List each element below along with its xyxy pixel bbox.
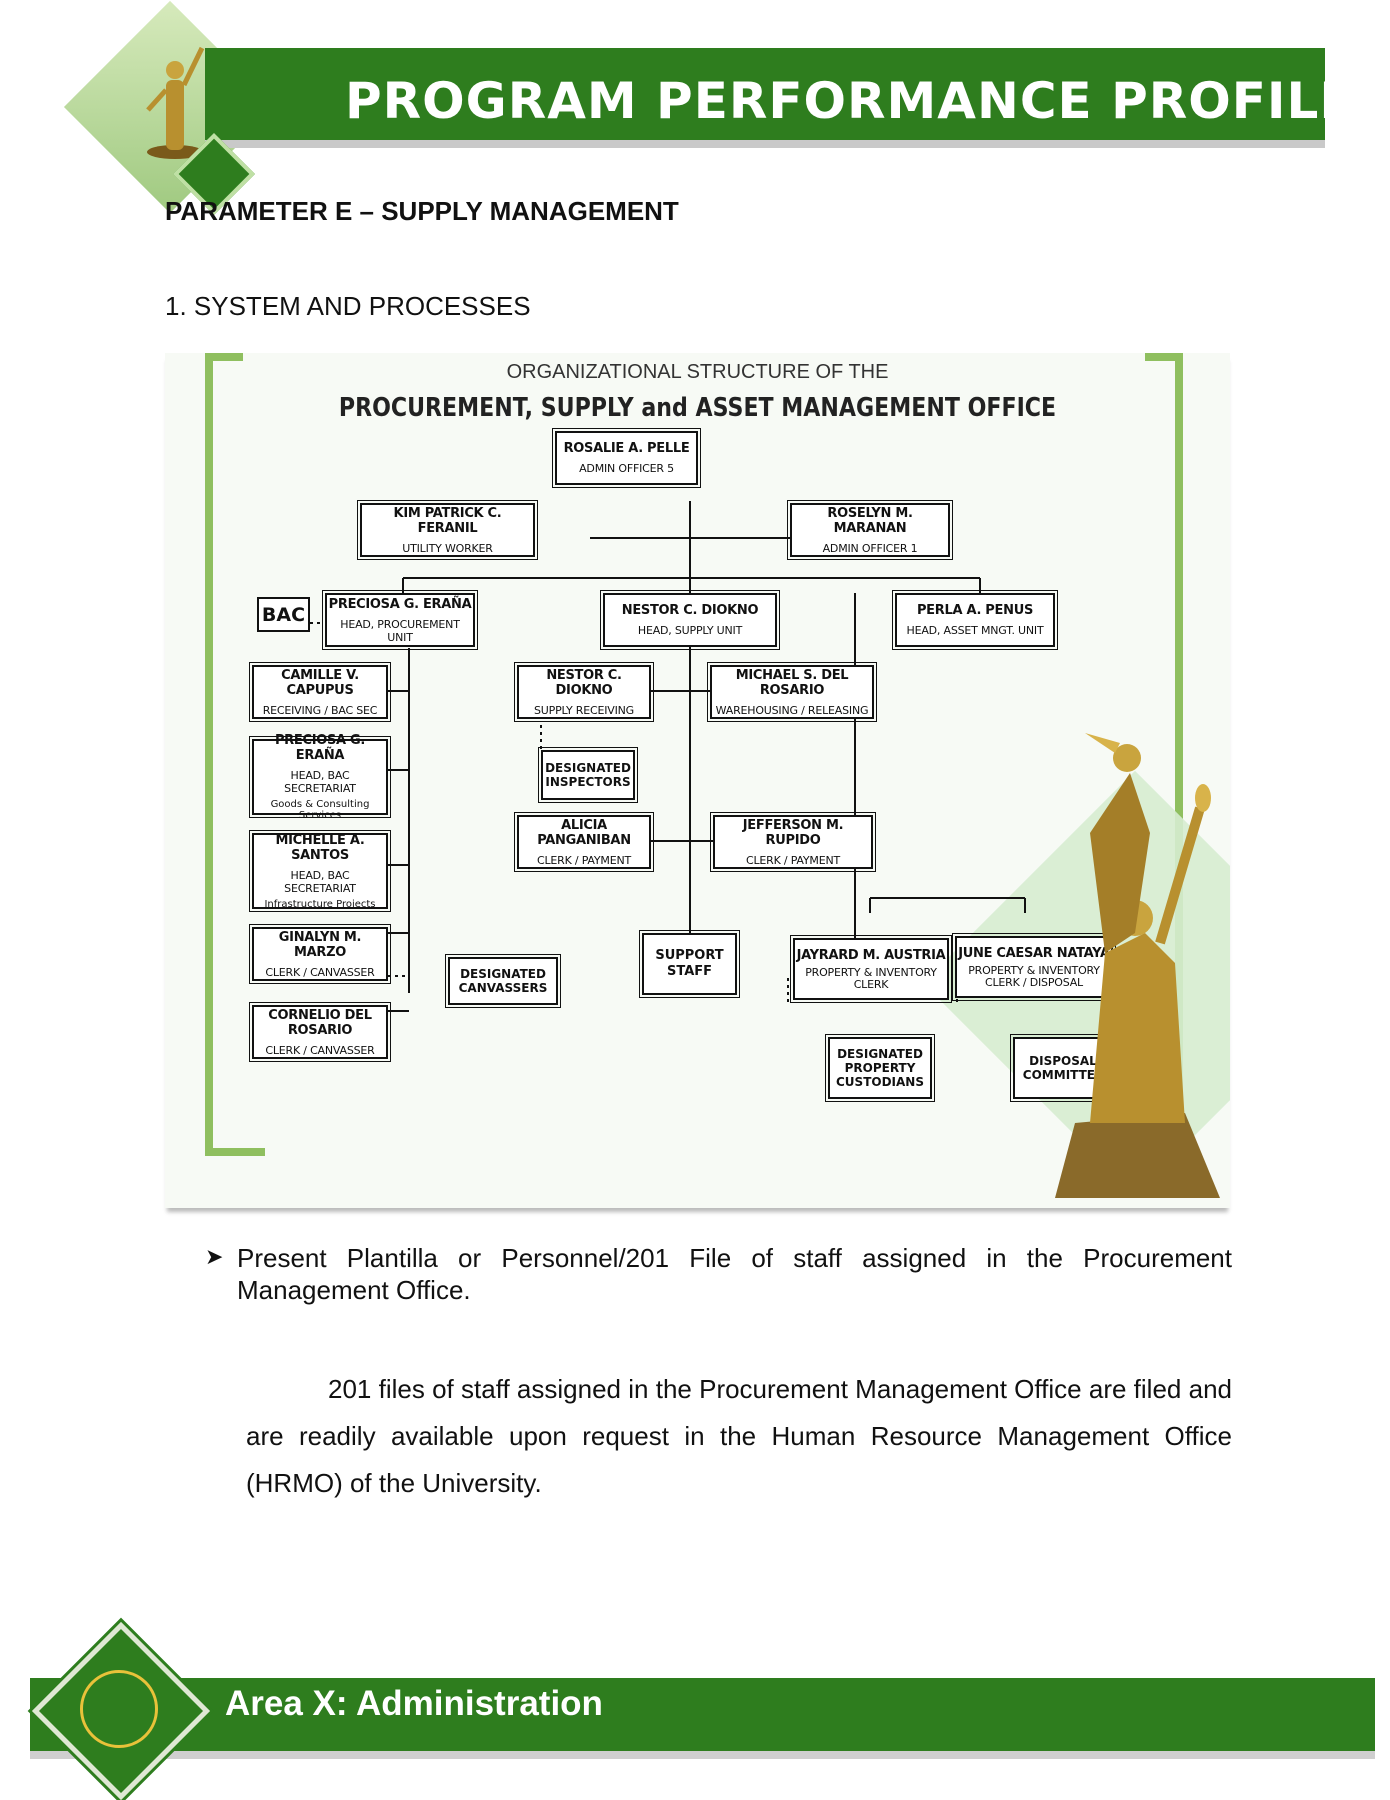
marzo-name: GINALYN M. MARZO [278,929,362,960]
rupido-role: CLERK / PAYMENT [745,853,841,867]
bullet-text: Present Plantilla or Personnel/201 File … [237,1243,1232,1305]
erana-bac-role: HEAD, BAC SECRETARIAT [284,769,356,795]
top-name: ROSALIE A. PELLE [563,441,690,456]
connector-lines [310,501,1026,1012]
org-box-admin1: ROSELYN M. MARANAN ADMIN OFFICER 1 [787,500,953,560]
org-box-designated-canvassers: DESIGNATED CANVASSERS [445,954,561,1008]
support-staff-label: SUPPORT STAFF [655,948,724,979]
org-box-head-asset: PERLA A. PENUS HEAD, ASSET MNGT. UNIT [892,590,1058,650]
frame-right [1175,353,1183,1153]
footer-bar-shadow [30,1751,1375,1759]
designated-inspectors-label: DESIGNATED INSPECTORS [545,761,631,789]
santos-role: HEAD, BAC SECRETARIAT [284,868,356,895]
frame-top-left [205,353,243,361]
head-supply-role: HEAD, SUPPLY UNIT [637,624,743,637]
frame-top-right [1145,353,1183,361]
rupido-name: JEFFERSON M. RUPIDO [742,817,844,848]
nataya-role: PROPERTY & INVENTORY CLERK / DISPOSAL [968,963,1100,989]
org-box-diokno-receiving: NESTOR C. DIOKNO SUPPLY RECEIVING [514,662,654,722]
org-box-panganiban: ALICIA PANGANIBAN CLERK / PAYMENT [514,812,654,872]
org-box-santos: MICHELLE A. SANTOS HEAD, BAC SECRETARIAT… [249,830,391,912]
org-box-designated-inspectors: DESIGNATED INSPECTORS [538,747,638,803]
del-rosario-michael-role: WAREHOUSING / RELEASING [715,703,869,717]
chart-title-line1: ORGANIZATIONAL STRUCTURE OF THE [506,361,889,383]
header-bar [205,48,1325,146]
org-box-bac: BAC [257,597,310,632]
panganiban-name: ALICIA PANGANIBAN [537,817,631,848]
chart-title-line2: PROCUREMENT, SUPPLY and ASSET MANAGEMENT… [338,393,1057,423]
org-box-support-staff: SUPPORT STAFF [639,930,740,998]
footer-title: Area X: Administration [225,1684,603,1723]
head-procurement-role: HEAD, PROCUREMENT UNIT [340,617,460,644]
org-box-head-supply: NESTOR C. DIOKNO HEAD, SUPPLY UNIT [600,590,780,650]
org-box-capupus: CAMILLE V. CAPUPUS RECEIVING / BAC SEC [249,662,391,722]
university-seal-center [80,1670,158,1748]
designated-canvassers-label: DESIGNATED CANVASSERS [458,967,548,995]
frame-left [205,353,213,1153]
org-box-erana-bac: PRECIOSA G. ERAÑA HEAD, BAC SECRETARIAT … [249,733,391,821]
org-box-designated-custodians: DESIGNATED PROPERTY CUSTODIANS [825,1034,935,1102]
frame-bottom-left [205,1148,265,1156]
nataya-name: JUNE CAESAR NATAYA [958,945,1110,961]
oblation-statue-image [1055,733,1220,1198]
diokno-receiving-role: SUPPLY RECEIVING [534,703,634,717]
statue-logo-icon [146,46,205,159]
org-box-head-procurement: PRECIOSA G. ERAÑA HEAD, PROCUREMENT UNIT [322,590,478,650]
footer-bar [30,1678,1375,1751]
admin1-role: ADMIN OFFICER 1 [822,541,918,555]
del-rosario-cornelio-role: CLERK / CANVASSER [265,1043,375,1057]
austria-name: JAYRARD M. AUSTRIA [796,947,946,963]
disposal-committee-label: DISPOSAL COMMITTEE [1022,1054,1104,1082]
org-chart-figure: ORGANIZATIONAL STRUCTURE OF THE PROCUREM… [165,353,1230,1208]
org-box-nataya: JUNE CAESAR NATAYA PROPERTY & INVENTORY … [952,933,1116,1001]
head-asset-role: HEAD, ASSET MNGT. UNIT [906,624,1044,637]
head-supply-name: NESTOR C. DIOKNO [621,603,759,618]
bac-label: BAC [261,603,306,626]
org-box-del-rosario-michael: MICHAEL S. DEL ROSARIO WAREHOUSING / REL… [707,662,877,722]
bullet-arrow-icon: ➤ [205,1244,224,1269]
capupus-name: CAMILLE V. CAPUPUS [281,667,359,698]
body-paragraph: 201 files of staff assigned in the Procu… [246,1374,1232,1498]
austria-role: PROPERTY & INVENTORY CLERK [805,965,937,991]
org-box-marzo: GINALYN M. MARZO CLERK / CANVASSER [249,924,391,984]
section-heading: 1. SYSTEM AND PROCESSES [165,291,531,321]
header-bar-shadow [205,140,1325,148]
org-box-del-rosario-cornelio: CORNELIO DEL ROSARIO CLERK / CANVASSER [249,1002,391,1062]
santos-name: MICHELLE A. SANTOS [275,832,365,863]
santos-sub: Infrastructure Projects [264,898,376,910]
admin1-name: ROSELYN M. MARANAN [827,505,913,536]
org-box-austria: JAYRARD M. AUSTRIA PROPERTY & INVENTORY … [790,935,952,1003]
erana-bac-name: PRECIOSA G. ERAÑA [274,733,366,763]
del-rosario-cornelio-name: CORNELIO DEL ROSARIO [268,1007,372,1038]
head-procurement-name: PRECIOSA G. ERAÑA [328,596,472,612]
org-box-rupido: JEFFERSON M. RUPIDO CLERK / PAYMENT [710,812,876,872]
marzo-role: CLERK / CANVASSER [265,965,375,979]
designated-custodians-label: DESIGNATED PROPERTY CUSTODIANS [836,1047,924,1089]
utility-name: KIM PATRICK C. FERANIL [393,505,502,536]
del-rosario-michael-name: MICHAEL S. DEL ROSARIO [735,667,849,698]
page-title: PROGRAM PERFORMANCE PROFILE [345,72,1355,130]
org-box-top: ROSALIE A. PELLE ADMIN OFFICER 5 [552,428,701,488]
capupus-role: RECEIVING / BAC SEC [262,703,378,717]
head-asset-name: PERLA A. PENUS [916,603,1034,618]
erana-bac-sub: Goods & Consulting Services [270,799,370,821]
org-box-utility: KIM PATRICK C. FERANIL UTILITY WORKER [357,500,538,560]
parameter-heading: PARAMETER E – SUPPLY MANAGEMENT [165,196,679,226]
panganiban-role: CLERK / PAYMENT [536,853,632,867]
diokno-receiving-name: NESTOR C. DIOKNO [546,667,622,698]
utility-role: UTILITY WORKER [402,541,493,555]
top-role: ADMIN OFFICER 5 [579,462,674,475]
